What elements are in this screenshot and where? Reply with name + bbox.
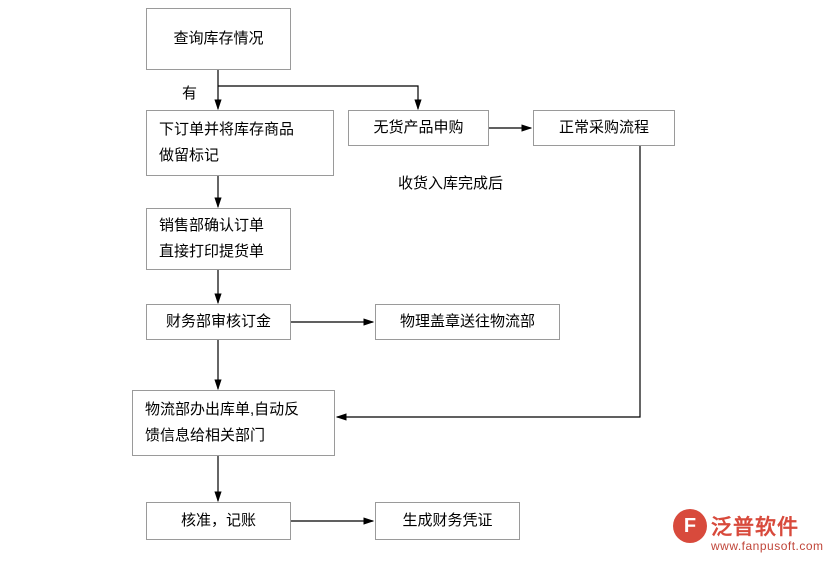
edge-normal-flow-to-logistics bbox=[335, 146, 641, 421]
node-logistics-outbound-order: 物流部办出库单,自动反 馈信息给相关部门 bbox=[132, 390, 335, 456]
node-query-inventory: 查询库存情况 bbox=[146, 8, 291, 70]
node-approve-and-book: 核准，记账 bbox=[146, 502, 291, 540]
node-finance-review-deposit: 财务部审核订金 bbox=[146, 304, 291, 340]
logo-company-name: 泛普软件 bbox=[711, 516, 799, 539]
watermark-logo: F 泛普软件 www.fanpusoft.com bbox=[673, 509, 823, 567]
node-sales-confirm-order: 销售部确认订单 直接打印提货单 bbox=[146, 208, 291, 270]
node-stamp-send-to-logistics: 物理盖章送往物流部 bbox=[375, 304, 560, 340]
edge-label-has-stock: 有 bbox=[182, 85, 198, 102]
edge-query-to-purchase bbox=[218, 85, 422, 111]
node-place-order-mark-stock: 下订单并将库存商品 做留标记 bbox=[146, 110, 334, 176]
edge-label-after-receiving: 收货入库完成后 bbox=[398, 175, 504, 192]
logo-website: www.fanpusoft.com bbox=[711, 539, 824, 553]
node-normal-procurement-process: 正常采购流程 bbox=[533, 110, 675, 146]
node-out-of-stock-requisition: 无货产品申购 bbox=[348, 110, 489, 146]
logo-mark-icon: F bbox=[673, 509, 707, 543]
node-generate-financial-voucher: 生成财务凭证 bbox=[375, 502, 520, 540]
